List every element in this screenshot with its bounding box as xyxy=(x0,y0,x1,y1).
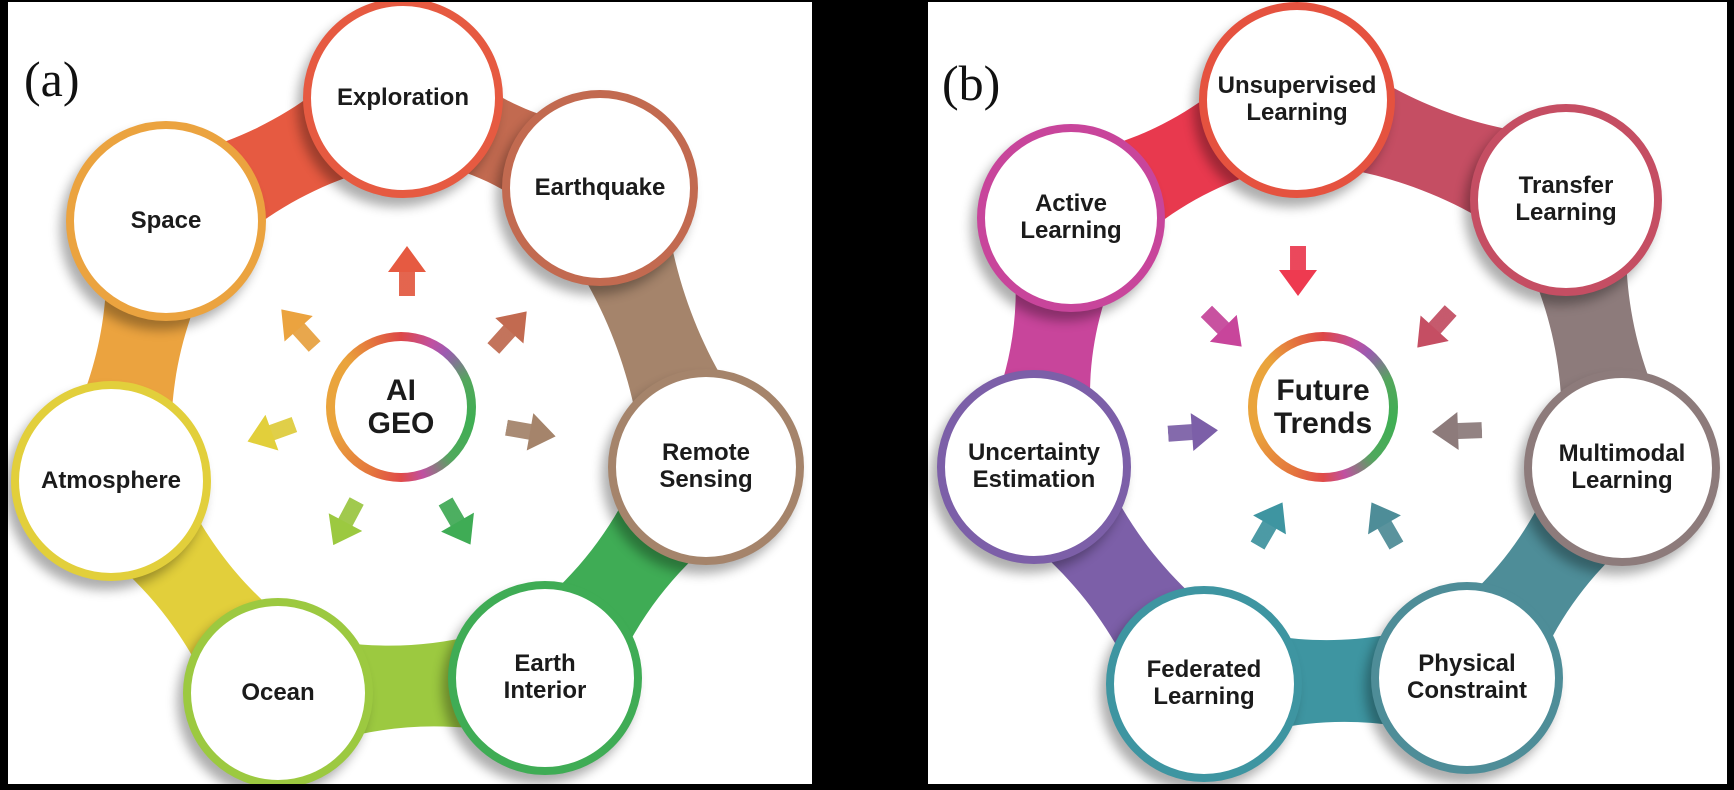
node-space-label: Space xyxy=(130,206,202,235)
arrow-unsupervised-learning-icon xyxy=(1279,246,1317,296)
center-label-b-line: Trends xyxy=(1273,407,1373,440)
node-uncertainty-estimation-label-line: Estimation xyxy=(972,466,1096,493)
node-exploration-label: Exploration xyxy=(336,83,469,112)
node-multimodal-learning-label-line: Multimodal xyxy=(1558,440,1686,468)
arrow-uncertainty-estimation-icon xyxy=(1167,411,1220,452)
node-federated-learning-label-line: Learning xyxy=(1153,683,1255,710)
node-exploration-label-line: Exploration xyxy=(336,83,469,111)
node-atmosphere-label: Atmosphere xyxy=(40,466,182,495)
node-ocean-label: Ocean xyxy=(241,678,315,707)
node-physical-constraint-label-line: Physical xyxy=(1418,650,1516,678)
node-ocean: Ocean xyxy=(183,598,373,784)
node-earthquake-label-line: Earthquake xyxy=(534,173,666,201)
node-active-learning-label-line: Learning xyxy=(1020,217,1122,244)
center-label-a-line: AI xyxy=(386,374,416,407)
node-exploration: Exploration xyxy=(303,2,503,198)
arrow-active-learning-icon xyxy=(1193,298,1255,360)
node-atmosphere-label-line: Atmosphere xyxy=(40,466,182,494)
arrow-remote-sensing-icon xyxy=(503,409,559,455)
arrow-earth-interior-icon xyxy=(429,492,487,554)
arrow-transfer-learning-icon xyxy=(1403,298,1465,361)
arrow-physical-constraint-icon xyxy=(1355,493,1413,555)
node-space: Space xyxy=(66,121,266,321)
panel-b-letter: (b) xyxy=(942,55,1001,111)
arrow-ocean-icon xyxy=(316,492,373,554)
node-atmosphere: Atmosphere xyxy=(11,381,211,581)
node-federated-learning-label-line: Federated xyxy=(1146,656,1262,684)
node-earthquake: Earthquake xyxy=(502,90,698,286)
center-label-b-line: Future xyxy=(1276,374,1370,407)
node-space-label-line: Space xyxy=(130,206,202,234)
arrow-earthquake-icon xyxy=(479,299,541,362)
node-remote-sensing-label-line: Sensing xyxy=(659,466,753,493)
center-label-a-line: GEO xyxy=(367,407,435,440)
arrow-atmosphere-icon xyxy=(241,407,301,460)
node-uncertainty-estimation-label-line: Uncertainty xyxy=(967,439,1101,467)
node-physical-constraint-label-line: Constraint xyxy=(1407,677,1527,704)
node-earth-interior-label-line: Interior xyxy=(503,677,587,704)
arrow-space-icon xyxy=(267,297,329,360)
node-unsupervised-learning-label-line: Unsupervised xyxy=(1217,72,1377,100)
node-earth-interior-label-line: Earth xyxy=(514,650,576,678)
node-remote-sensing-label-line: Remote xyxy=(661,439,750,467)
arrow-federated-learning-icon xyxy=(1241,493,1299,555)
node-transfer-learning-label-line: Learning xyxy=(1515,199,1617,226)
node-active-learning-label-line: Active xyxy=(1034,190,1108,218)
node-multimodal-learning-label-line: Learning xyxy=(1571,467,1673,494)
arrow-exploration-icon xyxy=(388,246,426,296)
arrow-multimodal-learning-icon xyxy=(1431,411,1482,451)
panel-a-letter: (a) xyxy=(24,51,80,107)
node-unsupervised-learning-label-line: Learning xyxy=(1246,99,1348,126)
node-ocean-label-line: Ocean xyxy=(241,678,315,706)
node-transfer-learning-label-line: Transfer xyxy=(1518,172,1614,200)
node-earthquake-label: Earthquake xyxy=(534,173,666,202)
